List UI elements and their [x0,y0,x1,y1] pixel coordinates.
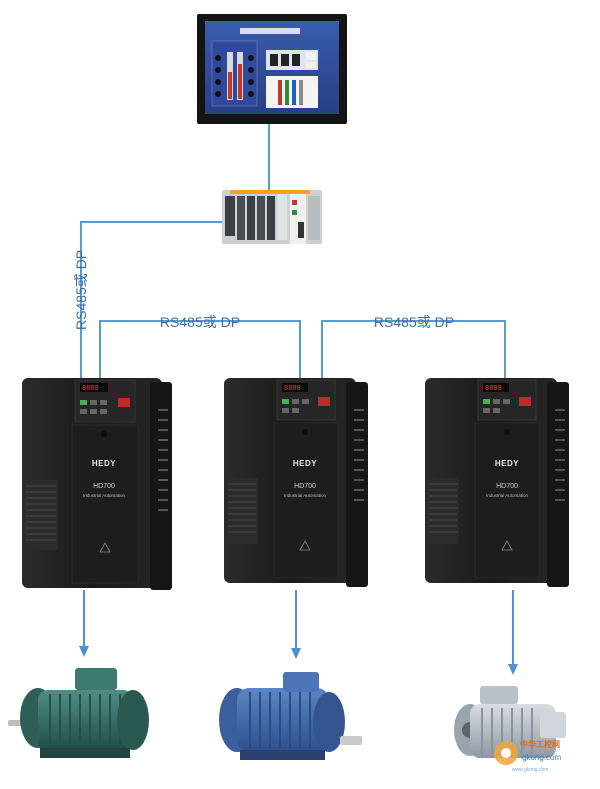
arrow-down-icon [79,646,89,657]
vfd-drive-1: 8888 HEDY HD700 Industrial Automation [22,378,172,590]
warning-icon [501,540,513,551]
hmi-touch-panel [197,14,347,124]
watermark-url: gkong.com [522,753,561,762]
svg-text:8888: 8888 [485,385,502,393]
drive2-drive3-link [321,320,506,378]
drive-1-model: HD700 [93,483,115,490]
drive-3-brand: HEDY [495,459,519,468]
watermark-cn: 中华工控网 [520,739,560,749]
vfd-drive-3: 8888 HEDY HD700 Industrial Automation [425,378,569,587]
warning-icon [99,542,111,553]
warning-icon [299,540,311,551]
motor-1 [8,668,149,758]
drive2-motor-arrow [291,590,301,659]
arrow-down-icon [508,664,518,675]
motor-3 [454,686,566,758]
svg-text:8888: 8888 [82,385,99,393]
drive-1-brand: HEDY [92,459,116,468]
drive1-drive2-link [99,320,301,378]
drive-3-model: HD700 [496,483,518,490]
drive1-motor-arrow [79,590,89,657]
drive-2-model: HD700 [294,483,316,490]
drive3-motor-arrow [508,590,518,675]
drive-2-brand: HEDY [293,459,317,468]
link-label-b: RS485或 DP [374,314,454,330]
link-label-vertical: RS485或 DP [73,250,89,330]
motor-2 [219,672,362,760]
arrow-down-icon [291,648,301,659]
svg-text:8888: 8888 [284,385,301,393]
vfd-drive-2: 8888 HEDY HD700 Industrial Automation [224,378,368,587]
watermark-small: www.gkong.com [512,767,548,773]
plc-module-rack [222,190,322,244]
plc-drive1-link [80,221,222,385]
drive-3-subtitle: Industrial Automation [486,493,529,498]
watermark-gkong: 中华工控网 gkong.com www.gkong.com [494,739,561,773]
drive-2-subtitle: Industrial Automation [284,493,327,498]
drive-1-subtitle: Industrial Automation [83,493,126,498]
link-label-a: RS485或 DP [160,314,240,330]
